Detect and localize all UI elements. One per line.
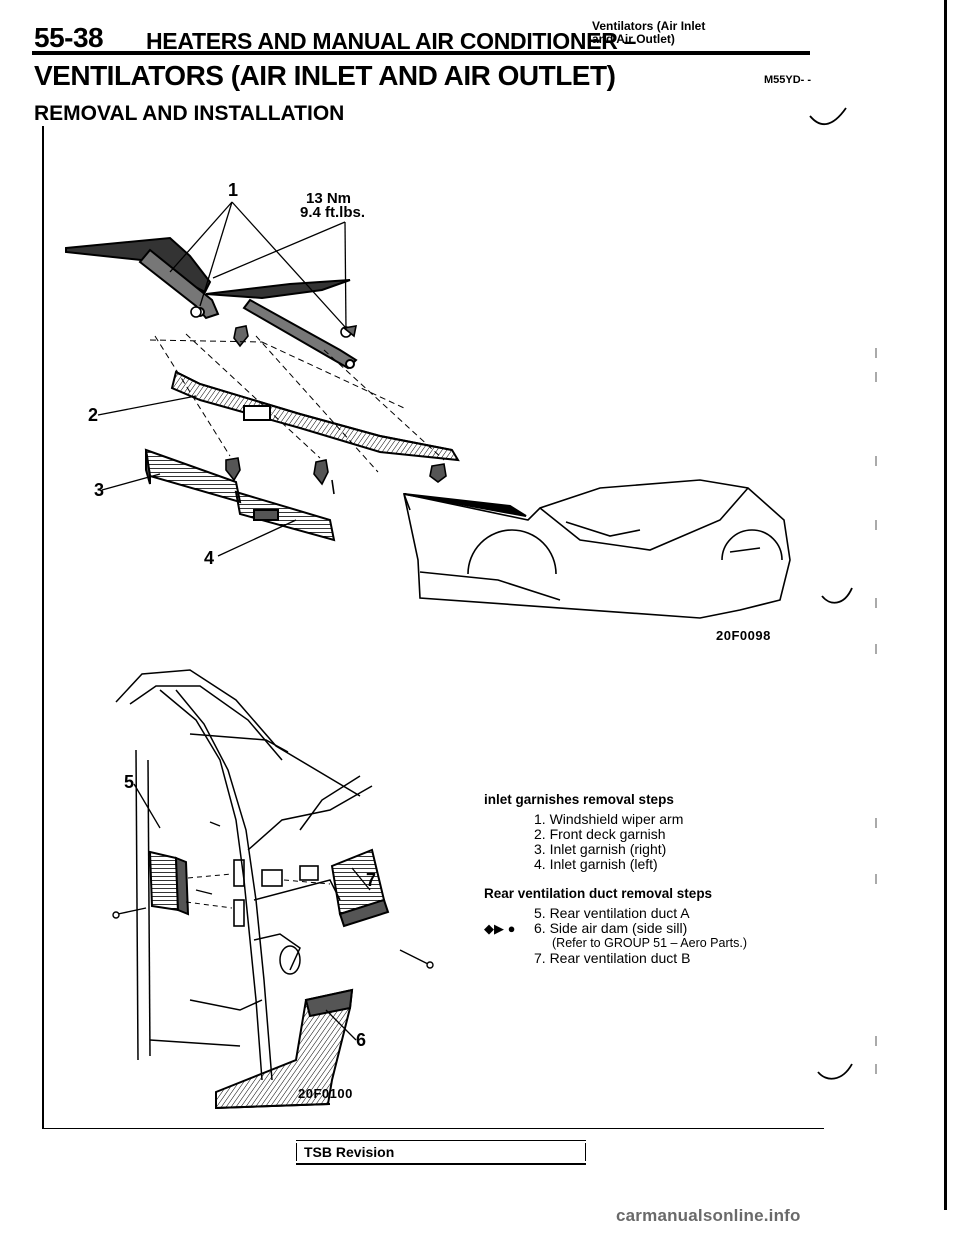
chapter-title: HEATERS AND MANUAL AIR CONDITIONER – xyxy=(146,28,637,54)
callout-7: 7 xyxy=(366,870,377,890)
leader-lines-top xyxy=(97,201,347,557)
tsb-revision-box: TSB Revision xyxy=(296,1140,586,1165)
torque-nm: 13 Nm xyxy=(306,190,352,207)
list-item: 1. Windshield wiper arm xyxy=(534,811,684,827)
right-margin-rule xyxy=(944,0,947,1210)
screws-bottom xyxy=(112,821,434,969)
car-outline xyxy=(402,479,791,619)
chapter-subtitle-line1: Ventilators (Air Inlet xyxy=(592,19,706,33)
section-title: VENTILATORS (AIR INLET AND AIR OUTLET) xyxy=(34,60,616,91)
torque-ftlbs: 9.4 ft.lbs. xyxy=(300,204,366,221)
body-pillar-outline xyxy=(115,669,373,1081)
wiper-arm-left xyxy=(65,236,220,320)
rear-duct-b xyxy=(330,848,390,928)
callout-1: 1 xyxy=(228,180,239,200)
dashed-guides-bottom xyxy=(185,873,331,909)
inlet-garnish-left xyxy=(234,490,336,542)
list-item: 2. Front deck garnish xyxy=(534,826,666,842)
section-subtitle: REMOVAL AND INSTALLATION xyxy=(34,102,345,125)
torque-spec: 13 Nm 9.4 ft.lbs. xyxy=(300,190,366,221)
rear-duct-brackets xyxy=(233,859,319,927)
rear-duct-a xyxy=(148,850,190,916)
list-item: 3. Inlet garnish (right) xyxy=(534,841,667,857)
left-margin-rule xyxy=(42,126,44,1128)
watermark-link[interactable]: carmanualsonline.info xyxy=(616,1206,801,1225)
fastener-bolts xyxy=(190,306,447,495)
bottom-rule xyxy=(42,1128,824,1129)
removal-steps: inlet garnishes removal steps 1. Windshi… xyxy=(484,792,844,966)
leader-lines-bottom xyxy=(133,783,371,1041)
inlet-steps-heading: inlet garnishes removal steps xyxy=(484,792,674,807)
figure-code-top: 20F0098 xyxy=(716,628,771,643)
callout-3: 3 xyxy=(94,480,105,500)
section-code: M55YD- - xyxy=(764,74,812,86)
callout-5: 5 xyxy=(124,772,135,792)
list-item: 4. Inlet garnish (left) xyxy=(534,856,658,872)
rear-steps-heading: Rear ventilation duct removal steps xyxy=(484,886,713,901)
inlet-garnish-right xyxy=(144,448,242,504)
figure-code-bottom: 20F0100 xyxy=(298,1086,353,1101)
pointer-arrow xyxy=(403,493,527,517)
list-item-note: (Refer to GROUP 51 – Aero Parts.) xyxy=(552,936,747,950)
wiper-arm-right xyxy=(205,279,358,370)
callout-6: 6 xyxy=(356,1030,367,1050)
list-item: 7. Rear ventilation duct B xyxy=(534,950,691,966)
binding-marks xyxy=(809,107,853,1080)
service-point-mark: ◆▶ ● xyxy=(484,921,516,936)
callout-4: 4 xyxy=(204,548,215,568)
header-rule xyxy=(32,51,810,55)
side-air-dam xyxy=(215,988,354,1110)
list-item: 5. Rear ventilation duct A xyxy=(534,905,690,921)
list-item-text: 6. Side air dam (side sill) xyxy=(534,920,688,936)
list-item: ◆▶ ● 6. Side air dam (side sill) xyxy=(484,920,844,937)
front-deck-garnish xyxy=(170,370,460,462)
callout-2: 2 xyxy=(88,405,99,425)
tsb-revision-label: TSB Revision xyxy=(304,1144,395,1160)
chapter-subtitle: Ventilators (Air Inlet and Air Outlet) xyxy=(592,20,705,46)
chapter-subtitle-line2: and Air Outlet) xyxy=(592,32,675,46)
page-number: 55-38 xyxy=(34,22,104,53)
